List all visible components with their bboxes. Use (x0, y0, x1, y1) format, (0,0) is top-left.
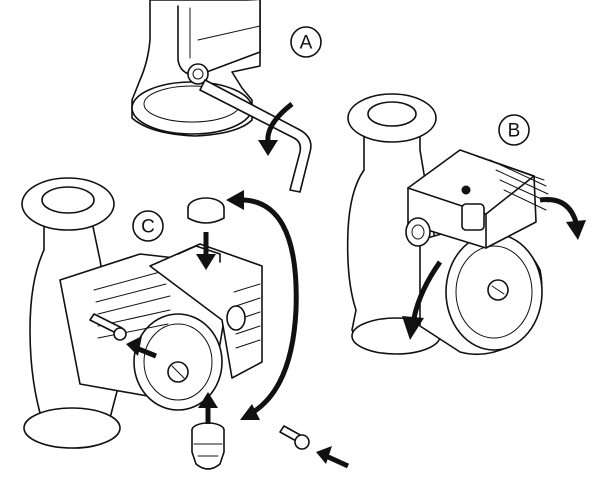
panel-b-rotation-arrow (539, 196, 579, 223)
callout-b: B (498, 114, 530, 146)
cap-down-arrow (196, 232, 216, 270)
loose-screw-arrow (316, 446, 350, 469)
panel-c-terminal-box (149, 243, 263, 379)
gland-up-arrow (198, 392, 218, 424)
callout-a-label: A (300, 33, 313, 54)
callout-c-label: C (141, 217, 155, 238)
panel-b-down-arrow (411, 260, 443, 319)
panel-b (346, 93, 586, 356)
hex-key (199, 79, 312, 193)
cable-gland-part (191, 422, 225, 470)
callout-a: A (290, 26, 322, 58)
swap-arrow (226, 190, 299, 420)
callout-c: C (132, 210, 164, 242)
panel-b-cable-gland (405, 217, 431, 247)
panel-c-bottom-flange (23, 407, 121, 449)
panel-a-plug (187, 63, 209, 85)
callout-b-label: B (508, 121, 521, 142)
panel-a-rotation-arrow (265, 102, 294, 143)
cap-part (187, 197, 225, 224)
panel-a (131, 0, 312, 193)
loose-screw (279, 425, 310, 450)
